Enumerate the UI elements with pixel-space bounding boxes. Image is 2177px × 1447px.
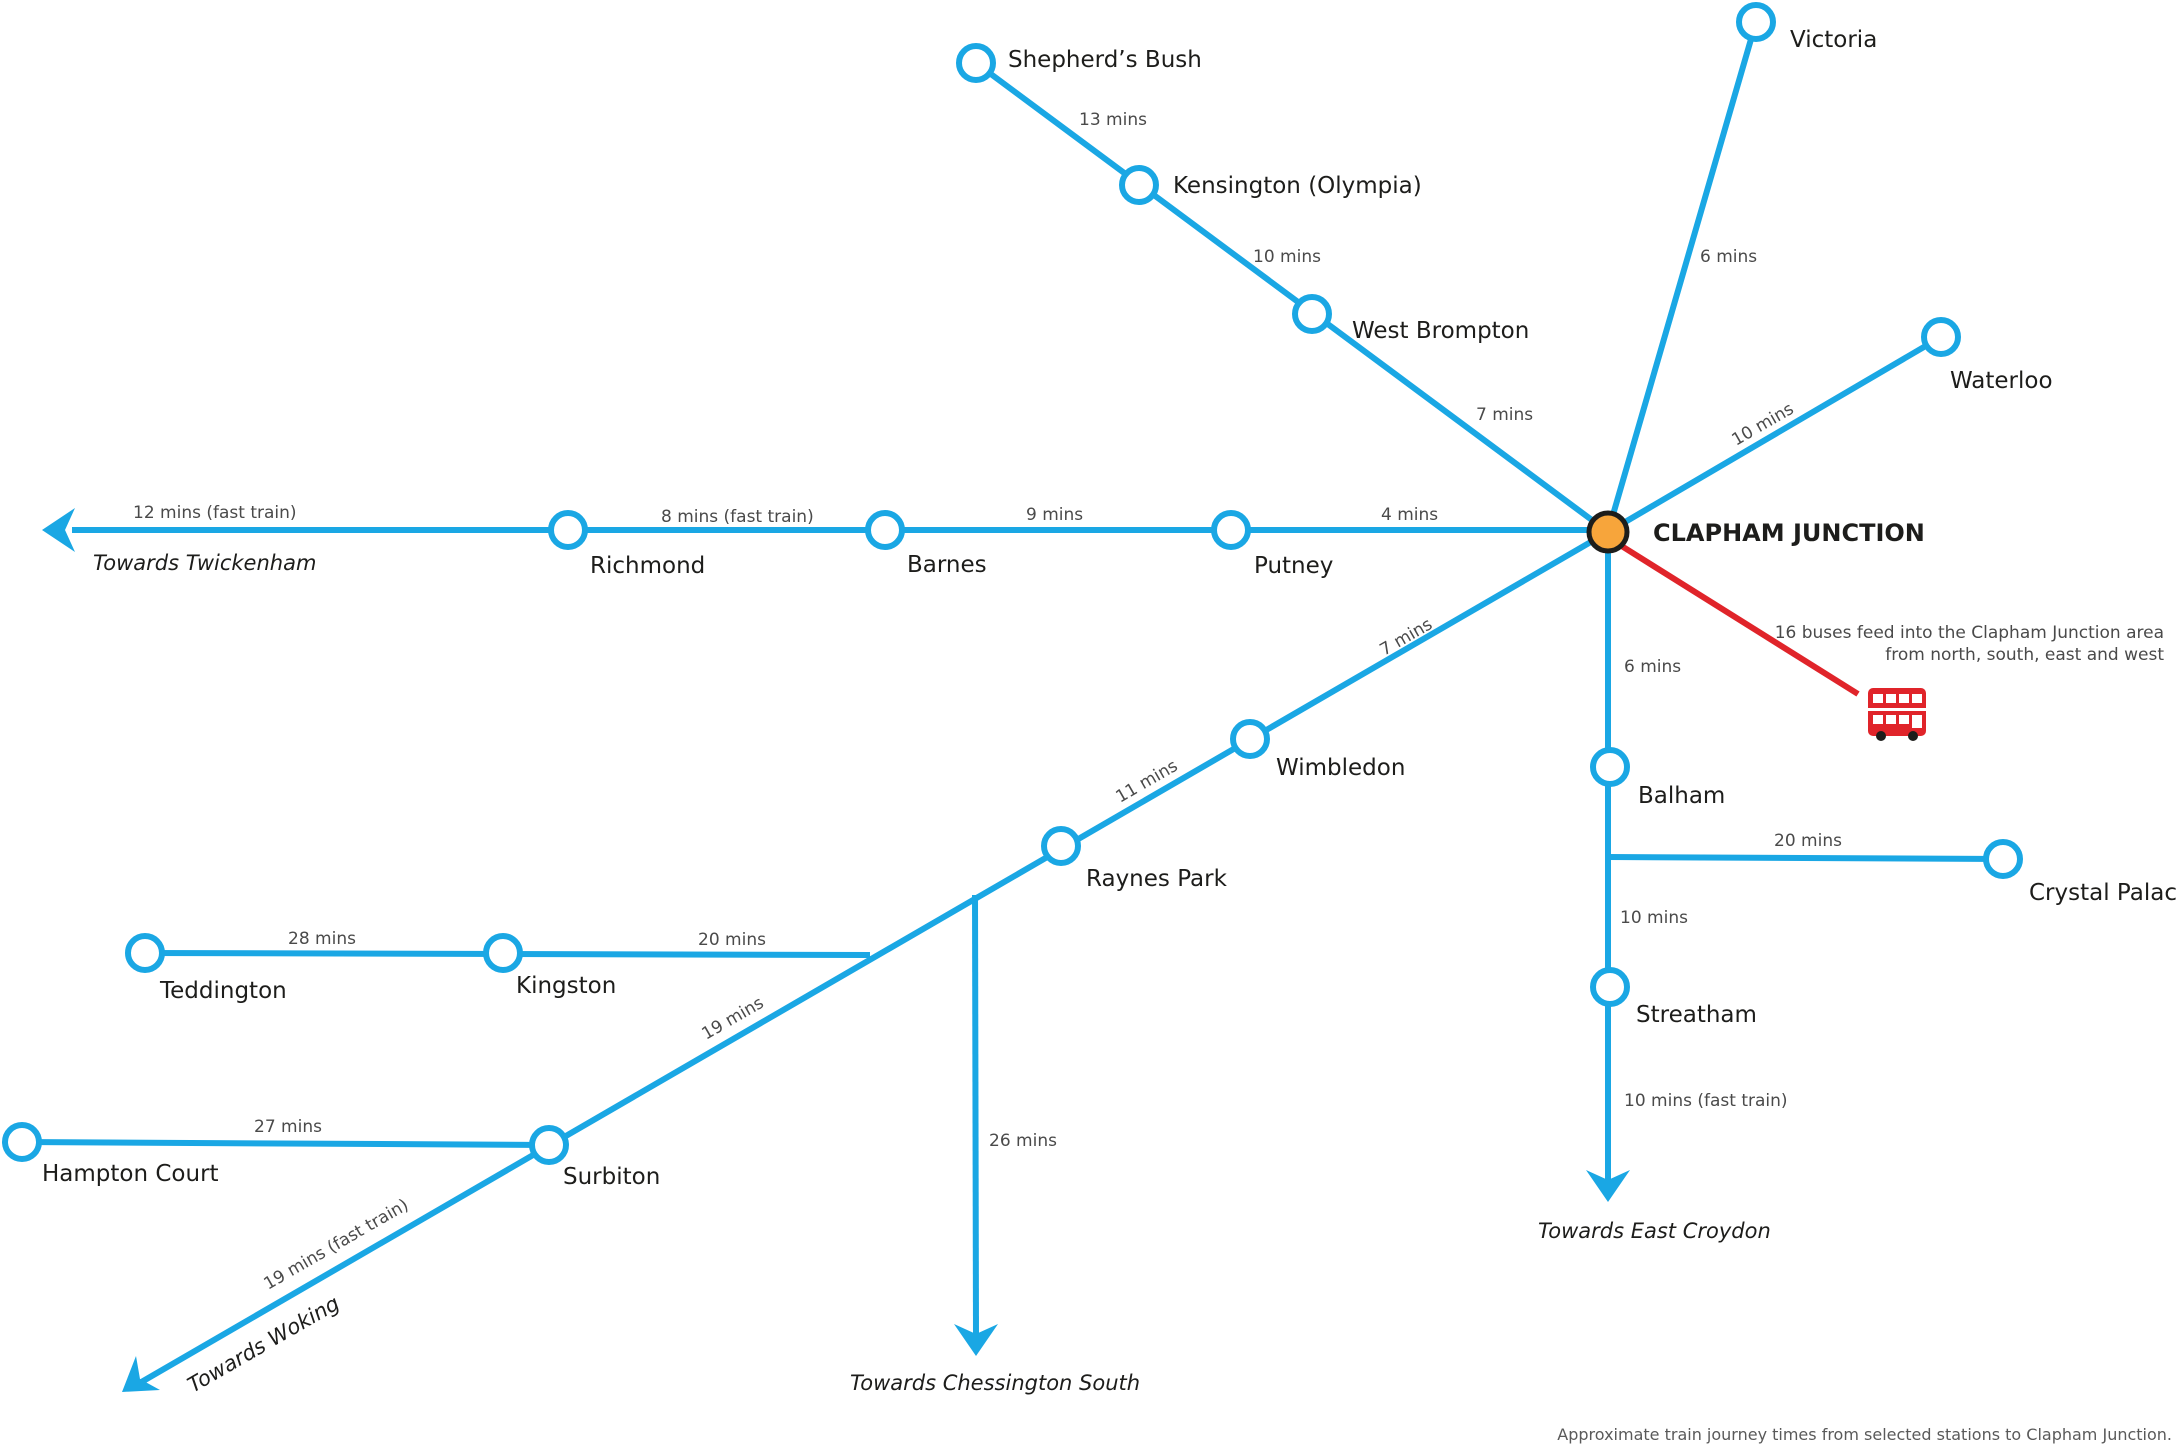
line-crystal-palace: [1607, 854, 2004, 862]
label-teddington: Teddington: [159, 978, 287, 1004]
station-raynes-park: [1041, 826, 1081, 866]
towards-east-croydon: Towards East Croydon: [1538, 1219, 1771, 1243]
time-streatham: 10 mins: [1620, 908, 1688, 928]
arrow-chessington: [954, 1324, 998, 1356]
time-putney: 4 mins: [1381, 505, 1438, 525]
bus-link-line: [1618, 542, 1860, 697]
time-balham: 6 mins: [1624, 657, 1681, 677]
line-chessington: [972, 894, 979, 1337]
towards-twickenham: Towards Twickenham: [93, 551, 316, 575]
station-west-brompton: [1292, 294, 1332, 334]
bus-note-line-1: 16 buses feed into the Clapham Junction …: [1775, 623, 2164, 643]
stations: [2, 2, 2023, 1165]
time-richmond: 8 mins (fast train): [661, 507, 814, 527]
line-victoria: [1605, 21, 1759, 533]
network-lines: [21, 21, 2004, 1387]
arrow-twickenham: [42, 508, 75, 552]
line-southwest: [136, 529, 1610, 1387]
line-hampton-court: [21, 1139, 550, 1148]
label-west-brompton: West Brompton: [1352, 318, 1529, 344]
label-kensington-olympia: Kensington (Olympia): [1173, 173, 1422, 199]
time-woking: 19 mins (fast train): [261, 1195, 413, 1294]
label-putney: Putney: [1254, 553, 1333, 579]
station-waterloo: [1921, 317, 1961, 357]
time-kensington: 10 mins: [1253, 247, 1321, 267]
time-hampton-court: 27 mins: [254, 1117, 322, 1137]
time-victoria: 6 mins: [1700, 247, 1757, 267]
label-streatham: Streatham: [1636, 1002, 1757, 1028]
time-shepherds-bush: 13 mins: [1079, 110, 1147, 130]
bus-note: 16 buses feed into the Clapham Junction …: [1775, 623, 2165, 665]
station-balham: [1590, 747, 1630, 787]
time-twickenham: 12 mins (fast train): [133, 503, 297, 523]
towards-chessington: Towards Chessington South: [850, 1371, 1140, 1395]
station-crystal-palace: [1983, 839, 2023, 879]
label-waterloo: Waterloo: [1950, 368, 2053, 394]
station-surbiton: [529, 1125, 569, 1165]
label-victoria: Victoria: [1790, 27, 1877, 53]
label-hampton-court: Hampton Court: [42, 1161, 219, 1187]
footnote: Approximate train journey times from sel…: [1557, 1425, 2172, 1444]
station-streatham: [1590, 967, 1630, 1007]
station-kensington-olympia: [1119, 165, 1159, 205]
double-decker-bus-icon: [1868, 688, 1926, 741]
label-barnes: Barnes: [907, 552, 987, 578]
time-kingston: 20 mins: [698, 930, 766, 950]
label-kingston: Kingston: [516, 973, 616, 999]
bus-note-line-2: from north, south, east and west: [1885, 645, 2164, 665]
journey-times: 6 mins 10 mins 13 mins 10 mins 7 mins 4 …: [133, 110, 1842, 1294]
label-shepherds-bush: Shepherd’s Bush: [1008, 47, 1202, 73]
time-west-brompton: 7 mins: [1476, 405, 1533, 425]
label-richmond: Richmond: [590, 553, 705, 579]
label-balham: Balham: [1638, 783, 1725, 809]
label-raynes-park: Raynes Park: [1086, 866, 1228, 892]
station-shepherds-bush: [956, 43, 996, 83]
label-crystal-palace: Crystal Palace: [2029, 880, 2177, 906]
label-surbiton: Surbiton: [563, 1164, 660, 1190]
station-labels: CLAPHAM JUNCTION Victoria Waterloo Sheph…: [42, 27, 2177, 1190]
line-waterloo: [1606, 334, 1943, 535]
station-wimbledon: [1230, 719, 1270, 759]
line-northwest: [974, 60, 1610, 535]
time-east-croydon: 10 mins (fast train): [1624, 1091, 1788, 1111]
station-victoria: [1736, 2, 1776, 42]
label-wimbledon: Wimbledon: [1276, 755, 1405, 781]
arrow-woking: [122, 1356, 160, 1392]
hub-clapham-junction: [1586, 510, 1630, 554]
direction-labels: Towards Twickenham Towards Woking Toward…: [93, 551, 1771, 1397]
station-putney: [1211, 510, 1251, 550]
time-chessington: 26 mins: [989, 1131, 1057, 1151]
station-teddington: [125, 933, 165, 973]
station-kingston: [483, 933, 523, 973]
station-barnes: [865, 510, 905, 550]
time-crystal-palace: 20 mins: [1774, 831, 1842, 851]
arrow-east-croydon: [1586, 1170, 1630, 1202]
station-hampton-court: [2, 1122, 42, 1162]
line-arrowheads: [42, 508, 1630, 1392]
station-richmond: [548, 510, 588, 550]
time-barnes: 9 mins: [1026, 505, 1083, 525]
hub-label: CLAPHAM JUNCTION: [1653, 519, 1925, 547]
time-teddington: 28 mins: [288, 929, 356, 949]
